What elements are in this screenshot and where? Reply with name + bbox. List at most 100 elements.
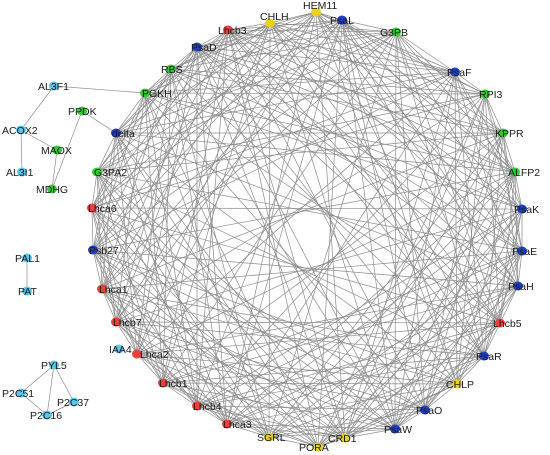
node-marker[interactable] (498, 128, 508, 138)
node-PsaE[interactable]: PsaE (512, 246, 537, 258)
node-marker[interactable] (47, 184, 57, 194)
node-PsaL[interactable]: PsaL (330, 15, 354, 27)
node-marker[interactable] (495, 318, 505, 328)
node-marker[interactable] (77, 106, 87, 116)
node-marker[interactable] (517, 246, 527, 256)
node-marker[interactable] (311, 7, 321, 17)
node-marker[interactable] (420, 405, 430, 415)
node-G3PB[interactable]: G3PB (380, 27, 408, 39)
node-IAA4[interactable]: IAA4 (109, 344, 132, 356)
node-marker[interactable] (192, 401, 202, 411)
node-marker[interactable] (97, 284, 107, 294)
node-marker[interactable] (265, 18, 275, 28)
node-marker[interactable] (166, 64, 176, 74)
edge-G3PA2-PsaE (96, 171, 523, 252)
node-KPPR[interactable]: KPPR (495, 128, 524, 140)
node-PPDK[interactable]: PPDK (68, 106, 97, 118)
node-label: HEM11 (303, 0, 337, 12)
node-marker[interactable] (223, 25, 233, 35)
node-marker[interactable] (222, 419, 232, 429)
node-marker[interactable] (140, 88, 150, 98)
node-label: AL3F1 (38, 81, 69, 93)
node-AL3F1[interactable]: AL3F1 (38, 81, 69, 93)
node-AL3I1[interactable]: AL3I1 (6, 167, 34, 179)
node-SGRL[interactable]: SGRL (257, 432, 286, 444)
node-MDHG[interactable]: MDHG (36, 184, 68, 196)
node-PsaK[interactable]: PsaK (514, 204, 539, 216)
node-ACOX2[interactable]: ACOX2 (2, 125, 38, 137)
node-marker[interactable] (513, 281, 523, 291)
node-ALFP2[interactable]: ALFP2 (508, 167, 540, 179)
node-marker[interactable] (49, 360, 59, 370)
node-marker[interactable] (340, 433, 350, 443)
node-PsaD[interactable]: PsaD (191, 42, 217, 54)
node-Lhca3[interactable]: Lhca3 (222, 419, 252, 431)
node-marker[interactable] (480, 89, 490, 99)
node-Lhcb7[interactable]: Lhcb7 (111, 317, 142, 329)
node-PAL1[interactable]: PAL1 (15, 253, 40, 265)
node-marker[interactable] (114, 344, 124, 354)
node-Lhcb4[interactable]: Lhcb4 (192, 401, 222, 413)
node-PORA[interactable]: PORA (299, 442, 329, 454)
node-delta[interactable]: delta (111, 128, 135, 140)
node-marker[interactable] (69, 397, 79, 407)
node-PGKH[interactable]: PGKH (140, 88, 172, 100)
node-marker[interactable] (87, 203, 97, 213)
node-PYL5[interactable]: PYL5 (41, 360, 67, 372)
node-marker[interactable] (450, 67, 460, 77)
edge-PORA-Lhcb3 (227, 29, 319, 448)
node-marker[interactable] (517, 204, 527, 214)
node-PsaR[interactable]: PsaR (476, 351, 502, 363)
node-CRD1[interactable]: CRD1 (328, 433, 357, 445)
node-marker[interactable] (17, 167, 27, 177)
node-marker[interactable] (510, 167, 520, 177)
node-RBS[interactable]: RBS (161, 64, 183, 76)
node-G3PA2[interactable]: G3PA2 (92, 167, 127, 179)
node-marker[interactable] (313, 442, 323, 452)
node-marker[interactable] (22, 286, 32, 296)
node-PsaF[interactable]: PsaF (447, 67, 472, 79)
node-marker[interactable] (264, 432, 274, 442)
node-Lhcb3[interactable]: Lhcb3 (218, 25, 247, 37)
node-marker[interactable] (158, 378, 168, 388)
node-CHLH[interactable]: CHLH (260, 11, 289, 28)
node-RPI3[interactable]: RPI3 (479, 89, 503, 101)
node-marker[interactable] (479, 351, 489, 361)
node-P2C51[interactable]: P2C51 (2, 388, 34, 400)
node-Lhcb1[interactable]: Lhcb1 (158, 378, 188, 390)
edge-PsaL-Lhca3 (226, 19, 343, 425)
node-marker[interactable] (337, 15, 347, 25)
node-PsaO[interactable]: PsaO (416, 405, 442, 417)
node-CHLP[interactable]: CHLP (446, 379, 474, 391)
node-marker[interactable] (111, 317, 121, 327)
node-Psb27[interactable]: Psb27 (88, 245, 119, 257)
node-P2C37[interactable]: P2C37 (57, 397, 89, 409)
node-marker[interactable] (192, 42, 202, 52)
edge-PsaO-Lhcb7 (115, 321, 426, 411)
node-PsaH[interactable]: PsaH (508, 281, 534, 293)
edge-KPPR-ALFP2 (502, 132, 516, 173)
node-marker[interactable] (52, 145, 62, 155)
node-marker[interactable] (42, 410, 52, 420)
node-HEM11[interactable]: HEM11 (303, 0, 337, 17)
edge-RBS-KPPR (170, 68, 504, 134)
node-marker[interactable] (111, 128, 121, 138)
node-Lhca1[interactable]: Lhca1 (97, 284, 128, 296)
node-marker[interactable] (132, 349, 142, 359)
node-marker[interactable] (16, 125, 26, 135)
node-marker[interactable] (391, 27, 401, 37)
node-marker[interactable] (92, 167, 102, 177)
node-marker[interactable] (22, 253, 32, 263)
node-marker[interactable] (88, 245, 98, 255)
node-marker[interactable] (49, 81, 59, 91)
node-Lhca6[interactable]: Lhca6 (87, 203, 117, 215)
node-Lhca2[interactable]: Lhca2 (132, 349, 169, 361)
node-MAOX[interactable]: MAOX (41, 145, 72, 157)
node-marker[interactable] (452, 379, 462, 389)
node-P2C16[interactable]: P2C16 (30, 410, 62, 422)
node-Lhcb5[interactable]: Lhcb5 (493, 318, 522, 330)
node-PsaW[interactable]: PsaW (384, 424, 412, 436)
node-marker[interactable] (390, 424, 400, 434)
node-marker[interactable] (16, 388, 26, 398)
node-PAT[interactable]: PAT (18, 286, 37, 298)
